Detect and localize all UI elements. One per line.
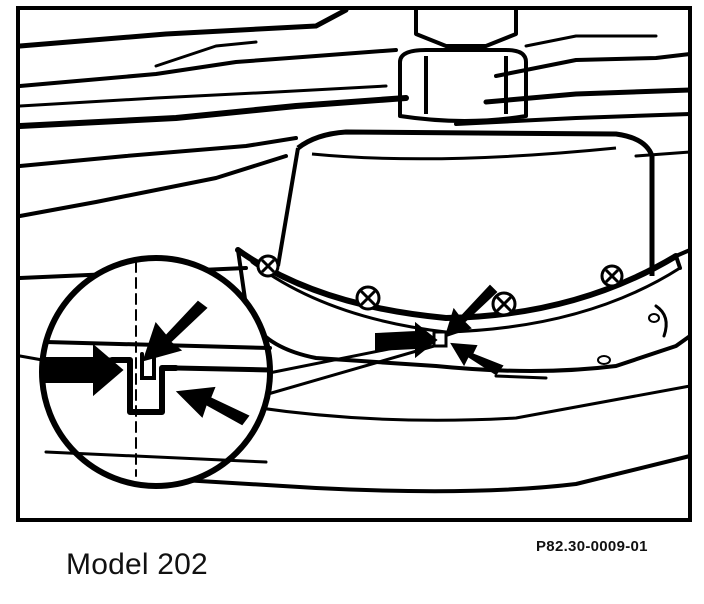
magnifier-leaders — [263, 338, 435, 396]
model-caption: Model 202 — [66, 548, 208, 581]
detail-arrows — [45, 300, 250, 426]
upper-housing — [17, 7, 692, 218]
arrow-down-left-icon — [444, 284, 498, 338]
center-nut — [398, 10, 528, 123]
screw-slots — [260, 258, 620, 313]
technical-illustration — [16, 6, 692, 522]
magnified-detail — [39, 255, 273, 489]
figure-reference-code: P82.30-0009-01 — [536, 538, 648, 555]
arrow-down-left-icon — [142, 300, 208, 362]
motor-body — [276, 129, 655, 276]
arrow-right-icon — [45, 343, 124, 397]
arrow-up-left-icon — [175, 386, 250, 426]
arrow-up-left-icon — [450, 342, 504, 376]
illustration-drawing — [16, 6, 692, 522]
